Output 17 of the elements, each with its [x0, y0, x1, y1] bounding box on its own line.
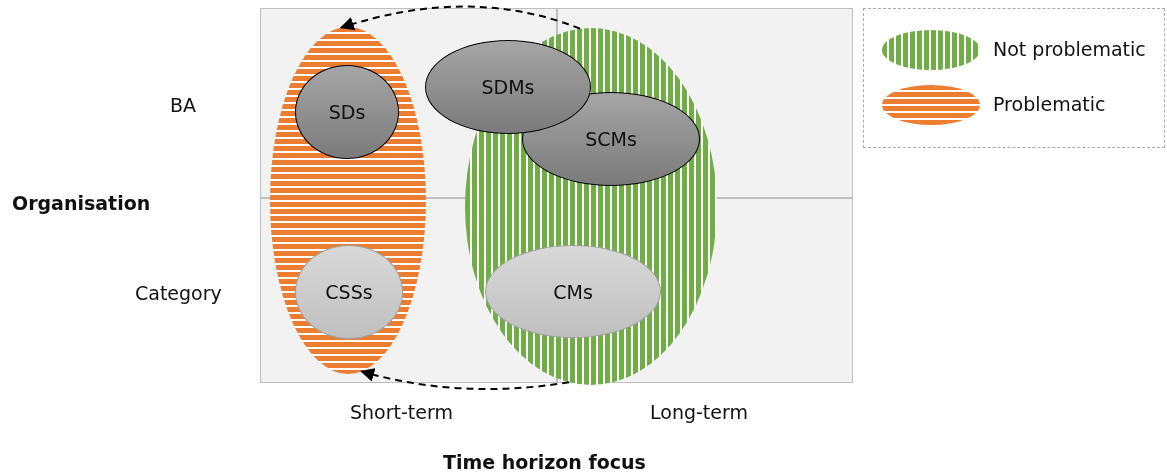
legend-label: Not problematic — [993, 38, 1146, 60]
node-label: SDMs — [481, 76, 535, 98]
node-label: SCMs — [585, 128, 637, 150]
axis-label: BA — [170, 94, 197, 116]
node-label: CSSs — [325, 281, 373, 303]
axis-title: Organisation — [12, 192, 151, 214]
legend-label: Problematic — [993, 93, 1106, 115]
axis-title: Time horizon focus — [443, 451, 646, 473]
ellipse-node — [295, 65, 399, 159]
node-label: SDs — [328, 101, 366, 123]
ellipse-node — [295, 245, 403, 339]
axis-label: Long-term — [650, 401, 748, 423]
axis-label: Short-term — [350, 401, 453, 423]
node-label: CMs — [553, 280, 593, 303]
axis-label: Category — [135, 282, 222, 304]
dashed-arrow — [360, 367, 571, 390]
dashed-arrow — [339, 5, 581, 31]
